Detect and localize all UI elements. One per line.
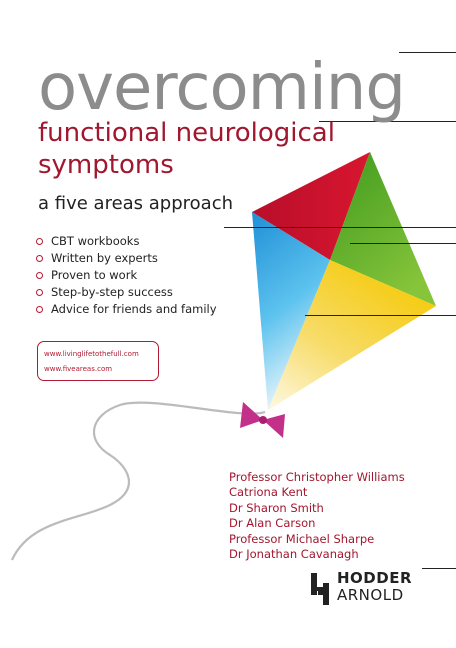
feature-item: Proven to work	[36, 267, 217, 284]
author-list: Professor Christopher Williams Catriona …	[229, 470, 405, 562]
kite-panel-yellow	[268, 260, 436, 410]
author-name: Dr Jonathan Cavanagh	[229, 547, 359, 562]
author-name: Dr Sharon Smith	[229, 500, 324, 515]
circle-bullet-icon	[36, 255, 43, 262]
book-title-line2: symptoms	[38, 150, 174, 180]
divider-rule	[399, 52, 456, 53]
kite-bow	[240, 402, 285, 438]
author-name: Catriona Kent	[229, 485, 308, 500]
kite-string	[10, 401, 266, 561]
book-title-line1: functional neurological	[38, 118, 335, 148]
publisher-name-line1: HODDER	[337, 569, 413, 587]
kite-panel-green	[330, 152, 436, 306]
feature-item: Written by experts	[36, 250, 217, 267]
website-box: www.livinglifetothefull.com www.fivearea…	[37, 341, 159, 381]
author-name: Professor Michael Sharpe	[229, 531, 375, 546]
divider-rule	[305, 315, 456, 316]
publisher-name-line2: ARNOLD	[337, 586, 404, 604]
circle-bullet-icon	[36, 306, 43, 313]
publisher-mark-icon	[311, 573, 329, 605]
divider-rule	[422, 568, 456, 569]
publisher-logo: HODDER ARNOLD	[307, 569, 427, 613]
kite-panel-blue	[252, 212, 330, 410]
book-subtitle: a five areas approach	[38, 193, 234, 214]
circle-bullet-icon	[36, 289, 43, 296]
feature-item: CBT workbooks	[36, 233, 217, 250]
website-link: www.fiveareas.com	[44, 365, 113, 373]
author-name: Professor Christopher Williams	[229, 470, 405, 484]
feature-item: Step-by-step success	[36, 284, 217, 301]
divider-rule	[319, 121, 456, 122]
kite-panel-red	[252, 152, 370, 260]
divider-rule	[350, 243, 456, 244]
website-link: www.livinglifetothefull.com	[44, 350, 139, 358]
author-name: Dr Alan Carson	[229, 516, 316, 531]
series-title: overcoming	[38, 51, 406, 125]
divider-rule	[224, 227, 456, 228]
feature-item: Advice for friends and family	[36, 301, 217, 318]
circle-bullet-icon	[36, 238, 43, 245]
feature-list: CBT workbooks Written by experts Proven …	[36, 233, 217, 318]
circle-bullet-icon	[36, 272, 43, 279]
